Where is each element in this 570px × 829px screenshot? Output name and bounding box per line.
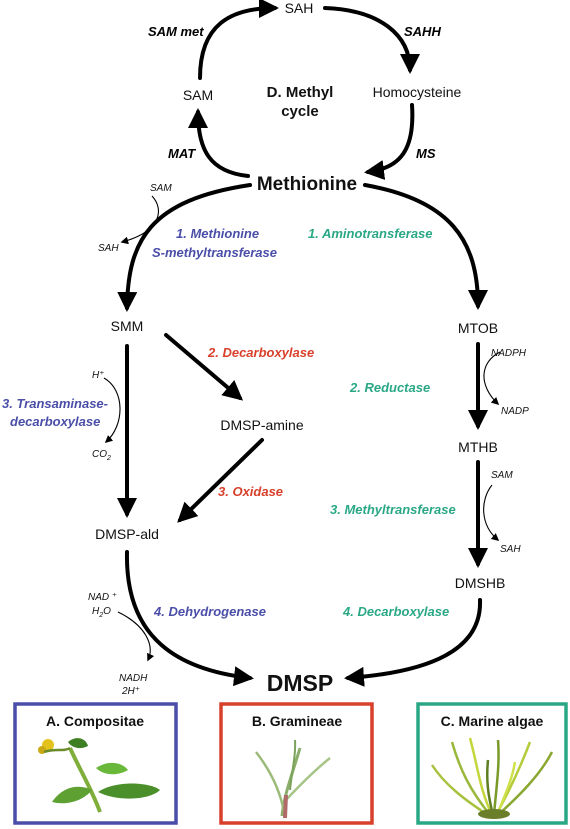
cofactor-arrow-sam-sah-left <box>120 195 159 245</box>
methyl-cycle-title-line1: D. Methyl <box>267 84 334 101</box>
cofactor-h-plus: H⁺ <box>92 370 105 381</box>
cofactor-nadp: NADP <box>501 406 529 417</box>
cofactor-sah-right: SAH <box>500 544 521 555</box>
enzyme-decarboxylase-green: 4. Decarboxylase <box>342 604 449 619</box>
cofactor-co2: CO2 <box>92 449 111 462</box>
enzyme-dehydrogenase: 4. Dehydrogenase <box>153 604 266 619</box>
box-compositae-label: A. Compositae <box>46 713 144 729</box>
node-dmsp-amine: DMSP-amine <box>220 417 303 433</box>
node-mtob: MTOB <box>458 320 498 336</box>
arrow-methionine-to-mtob <box>363 183 488 310</box>
cofactor-arrow-sam-sah-right <box>483 484 500 541</box>
node-homocysteine: Homocysteine <box>373 84 462 100</box>
enzyme-methionine-s-methyltransferase-line2: S-methyltransferase <box>152 245 277 260</box>
node-dmshb: DMSHB <box>455 575 506 591</box>
enzyme-methionine-s-methyltransferase-line1: 1. Methionine <box>176 226 259 241</box>
arrow-sam-to-sah <box>198 0 279 80</box>
box-gramineae-label: B. Gramineae <box>252 713 342 729</box>
cofactor-h2o: H2O <box>92 606 111 619</box>
enzyme-transaminase-decarboxylase-line1: 3. Transaminase- <box>2 396 108 411</box>
enzyme-methyltransferase: 3. Methyltransferase <box>330 502 456 517</box>
box-marine-algae: C. Marine algae <box>416 702 568 825</box>
box-marine-algae-label: C. Marine algae <box>441 713 544 729</box>
enzyme-ms: MS <box>416 146 436 161</box>
compositae-plant-image <box>38 738 160 813</box>
node-smm: SMM <box>111 318 144 334</box>
box-marine-algae-frame <box>416 702 568 825</box>
enzyme-sam-met: SAM met <box>148 24 204 39</box>
node-dmsp: DMSP <box>267 670 333 696</box>
cofactor-arrow-nadph-nadp <box>483 351 501 406</box>
marine-algae-image <box>430 737 554 819</box>
box-gramineae: B. Gramineae <box>219 702 374 825</box>
cofactor-nad: NAD ⁺ <box>88 592 117 603</box>
enzyme-aminotransferase: 1. Aminotransferase <box>308 226 433 241</box>
arrow-sah-to-homocysteine <box>323 6 420 74</box>
enzyme-decarboxylase-red: 2. Decarboxylase <box>207 345 314 360</box>
enzyme-mat: MAT <box>168 146 196 161</box>
cofactor-sam-right: SAM <box>491 470 513 481</box>
enzyme-reductase: 2. Reductase <box>349 380 430 395</box>
enzyme-oxidase-red: 3. Oxidase <box>218 484 283 499</box>
cofactor-arrow-nad-nadh <box>117 611 155 662</box>
enzyme-sahh: SAHH <box>404 24 441 39</box>
node-mthb: MTHB <box>458 439 498 455</box>
arrow-dmsp-amine-to-dmsp-ald <box>177 438 264 523</box>
cofactor-sam-left: SAM <box>150 183 172 194</box>
gramineae-plant-image <box>255 739 331 818</box>
arrow-homocysteine-to-methionine <box>364 103 415 180</box>
cofactor-2h-plus: 2H⁺ <box>121 686 140 697</box>
cofactor-arrow-h-co2 <box>103 377 121 444</box>
node-sah: SAH <box>285 0 314 16</box>
enzyme-transaminase-decarboxylase-line2: decarboxylase <box>10 414 100 429</box>
cofactor-nadh: NADH <box>119 673 148 684</box>
node-methionine: Methionine <box>257 174 357 195</box>
node-sam: SAM <box>183 87 213 103</box>
arrow-methionine-to-sam <box>188 108 250 178</box>
box-compositae: A. Compositae <box>13 702 178 825</box>
node-dmsp-ald: DMSP-ald <box>95 526 159 542</box>
cofactor-nadph: NADPH <box>491 348 527 359</box>
methyl-cycle-title-line2: cycle <box>281 103 319 120</box>
arrow-dmsp-ald-to-dmsp <box>124 550 254 687</box>
cofactor-sah-left: SAH <box>98 243 119 254</box>
arrow-smm-to-dmsp-amine <box>164 333 244 401</box>
arrow-dmshb-to-dmsp <box>344 598 483 687</box>
